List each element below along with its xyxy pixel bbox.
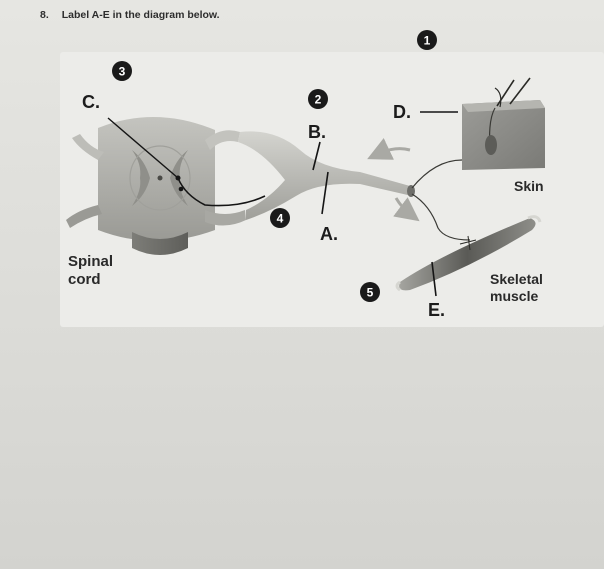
label-c: C. — [82, 92, 100, 112]
hair-strand-2 — [509, 77, 531, 105]
spinal-cord-label-line1: Spinal — [68, 253, 113, 270]
marker-4: 4 — [270, 208, 290, 228]
motor-endplate — [459, 235, 477, 251]
marker-5-number: 5 — [367, 286, 374, 300]
label-d: D. — [393, 102, 411, 122]
hair-strand-3 — [494, 87, 502, 108]
marker-1: 1 — [417, 30, 437, 50]
skin-illustration — [462, 77, 545, 170]
question-heading: 8. Label A-E in the diagram below. — [40, 9, 220, 21]
skin-label: Skin — [514, 178, 544, 194]
hair-bulb — [485, 135, 497, 155]
leader-line-a — [321, 171, 329, 215]
question-text: Label A-E in the diagram below. — [61, 9, 220, 21]
motor-fiber — [411, 193, 471, 241]
skin-surface — [462, 100, 545, 112]
muscle-tendon-left — [395, 280, 401, 292]
motor-direction-arrow — [393, 197, 420, 222]
skin-block — [462, 100, 545, 170]
spinal-nerve-illustration — [107, 117, 471, 241]
left-dorsal-root — [72, 134, 104, 160]
hair-strand-1 — [496, 79, 515, 107]
interneuron-path — [177, 177, 266, 207]
marker-2: 2 — [308, 89, 328, 109]
label-b: B. — [308, 122, 326, 142]
nerve-trunk — [238, 131, 412, 220]
marker-4-number: 4 — [277, 212, 284, 226]
label-a: A. — [320, 224, 338, 244]
marker-5: 5 — [360, 282, 380, 302]
cell-body-dot — [178, 186, 184, 192]
spinal-cord-body — [98, 116, 215, 241]
synapse-dot — [175, 175, 181, 181]
marker-2-number: 2 — [315, 93, 322, 107]
right-ventral-root — [205, 210, 246, 226]
sensory-direction-arrow — [367, 138, 411, 160]
marker-1-number: 1 — [424, 34, 431, 48]
central-canal — [157, 175, 163, 181]
white-matter-outline — [129, 145, 191, 211]
marker-3-number: 3 — [119, 65, 126, 79]
skeletal-muscle-label-line1: Skeletal — [490, 271, 543, 287]
skeletal-muscle-label-line2: muscle — [490, 288, 538, 304]
sensory-fiber — [411, 159, 463, 189]
marker-3: 3 — [112, 61, 132, 81]
question-number: 8. — [40, 9, 49, 21]
right-dorsal-root — [205, 130, 240, 150]
leader-line-b — [312, 141, 321, 171]
left-ventral-root — [66, 205, 102, 228]
muscle-tendon-right — [527, 215, 542, 223]
leader-line-e — [431, 261, 437, 297]
label-e: E. — [428, 300, 445, 320]
spinal-cord-lower-face — [132, 232, 188, 255]
spinal-cord-illustration — [66, 116, 246, 255]
leader-line-c — [107, 117, 179, 179]
spinal-cord-label-line2: cord — [68, 271, 101, 288]
